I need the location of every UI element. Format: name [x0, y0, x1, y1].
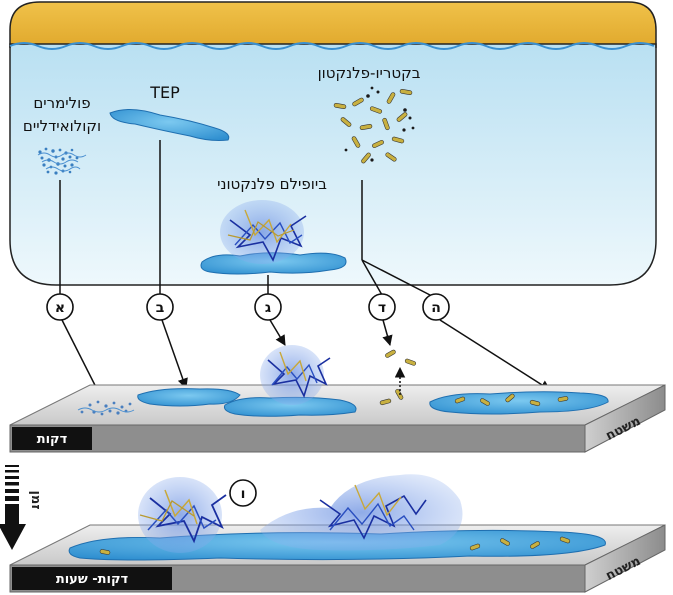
time-axis-label: זמן — [28, 490, 43, 509]
circle-b: ב — [146, 293, 174, 321]
svg-text:ה: ה — [431, 300, 441, 316]
wave-line — [9, 42, 655, 50]
water-body — [9, 43, 657, 286]
circle-d: ד — [368, 293, 396, 321]
bacterio-dots — [344, 86, 415, 162]
sand-outline — [9, 1, 657, 48]
surface-top: דקות משטח — [9, 345, 666, 453]
circle-a: א — [46, 293, 74, 321]
label-polymers-line2: וקולואידליים — [23, 117, 101, 135]
mature-bacteria — [99, 536, 571, 555]
planktonic-biofilm — [200, 200, 347, 275]
svg-text:ב: ב — [156, 300, 165, 316]
mature-aggregate-right — [260, 474, 463, 551]
biofilm-aggregate-surface — [260, 345, 331, 405]
circle-g: ג — [254, 293, 282, 321]
sand-layer — [10, 2, 656, 48]
svg-text:דקות: דקות — [37, 432, 68, 447]
label-bacterio: בקטריו-פלנקטון — [318, 64, 421, 82]
label-tep: TEP — [149, 83, 180, 102]
time-bar-minutes — [12, 427, 92, 450]
label-biofilm: ביופילם פלנקטוני — [217, 175, 327, 193]
svg-text:דקות- שעות: דקות- שעות — [56, 572, 129, 587]
tep-on-surface — [137, 388, 241, 407]
tep-particle — [109, 109, 230, 141]
time-arrow: זמן — [0, 465, 43, 550]
mature-aggregate-left — [138, 477, 227, 553]
svg-text:ו: ו — [241, 486, 246, 502]
biofilm-base — [224, 396, 357, 417]
svg-text:א: א — [55, 300, 65, 316]
surface-bottom: דקות- שעות משטח ו — [9, 474, 666, 593]
svg-text:ג: ג — [265, 300, 271, 316]
svg-text:ד: ד — [378, 300, 386, 316]
bacterio-cluster — [333, 89, 413, 164]
polymer-colloid-cluster — [37, 147, 87, 175]
adsorbed-colloids — [77, 400, 135, 416]
connector-lines — [59, 140, 431, 296]
time-bar-minutes-hours — [12, 567, 172, 590]
water-container — [9, 1, 657, 286]
circle-h: ה — [422, 293, 450, 321]
attached-bacteria-h — [454, 393, 569, 407]
label-polymers-line1: פולימרים — [33, 94, 90, 112]
circle-v: ו — [229, 479, 257, 507]
settling-bacteria — [379, 349, 417, 406]
